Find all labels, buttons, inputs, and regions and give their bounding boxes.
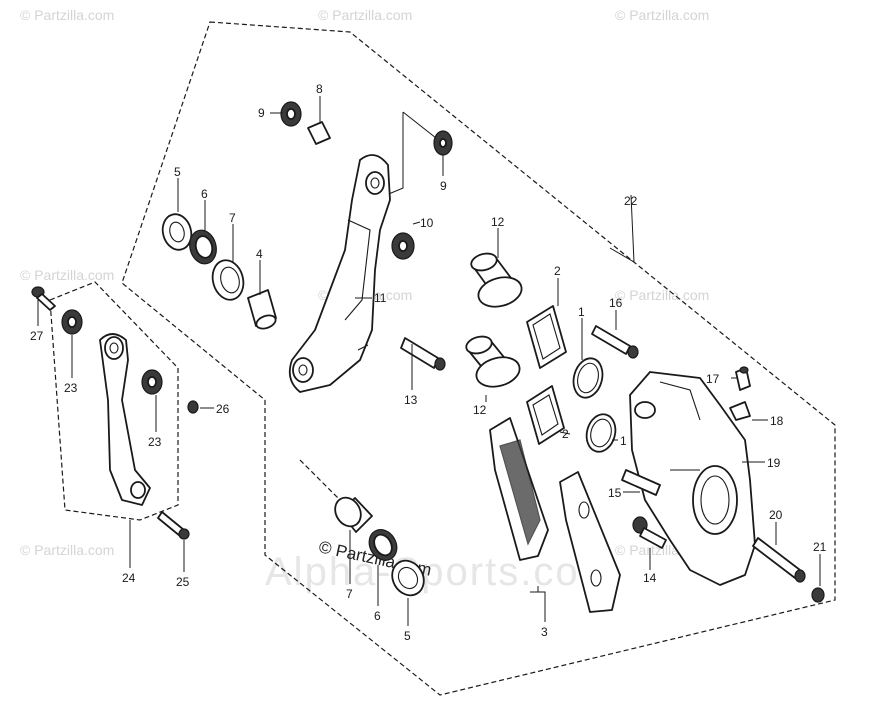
bolt-27 — [31, 286, 56, 311]
callout-17: 17 — [706, 372, 720, 386]
callout-12-lower: 12 — [473, 403, 487, 417]
piston-seal-1-lower — [585, 413, 617, 453]
watermark-text: © Partzilla.com — [615, 7, 709, 23]
seal-ring-5-lower — [391, 559, 425, 597]
watermark-text: © Partzilla.com — [20, 542, 114, 558]
pin-bolt-13 — [400, 337, 446, 371]
watermark-text: © Partzilla.com — [318, 7, 412, 23]
callout-26: 26 — [216, 402, 230, 416]
callout-18: 18 — [770, 414, 784, 428]
torque-link-24 — [99, 333, 151, 506]
callout-4: 4 — [256, 247, 263, 261]
callout-14: 14 — [643, 571, 657, 585]
piston-12-lower — [465, 335, 521, 388]
dust-seal-2-upper — [526, 305, 567, 369]
leader-lines — [37, 96, 821, 626]
pad-spring-15 — [621, 469, 661, 496]
detail-cutout-line — [299, 459, 341, 501]
callout-22: 22 — [624, 194, 638, 208]
callout-9-left: 9 — [258, 106, 265, 120]
callout-7-upper: 7 — [229, 211, 236, 225]
callout-8: 8 — [316, 82, 323, 96]
nut-10 — [391, 232, 415, 260]
callout-6-lower: 6 — [374, 609, 381, 623]
seal-ring-6-lower — [368, 529, 398, 561]
bolt-20 — [752, 537, 806, 583]
piston-seal-1-upper — [572, 357, 604, 399]
bracket-outline — [49, 281, 179, 521]
callout-23-upper: 23 — [64, 381, 78, 395]
caliper-body-19 — [629, 371, 756, 586]
seal-ring-7-upper — [211, 259, 245, 301]
nut-9-right — [433, 130, 453, 156]
seal-ring-7-lower — [334, 496, 373, 533]
nut-9-left — [280, 101, 302, 127]
bolt-25 — [157, 511, 190, 540]
dust-seal-2-lower — [526, 385, 565, 445]
seal-ring-5-upper — [161, 213, 193, 251]
washer-21 — [811, 587, 825, 603]
watermark-text: © Partzilla.com — [615, 287, 709, 303]
callout-labels: 5 6 7 4 9 8 9 10 11 12 2 1 22 16 17 18 1… — [30, 82, 827, 643]
callout-19: 19 — [767, 456, 781, 470]
callout-5-lower: 5 — [404, 629, 411, 643]
callout-1-upper: 1 — [578, 305, 585, 319]
callout-7-lower: 7 — [346, 587, 353, 601]
pin-14 — [632, 516, 667, 549]
bushing-23-upper — [61, 309, 83, 335]
assembly-outline — [121, 21, 836, 696]
callout-1-lower: 1 — [620, 434, 627, 448]
piston-12-upper — [470, 252, 523, 308]
callout-3: 3 — [541, 625, 548, 639]
watermark-big-text: Alpha-Sports.com — [265, 550, 615, 594]
bleeder-17 — [735, 366, 751, 391]
watermark-text: © Partzilla.com — [20, 7, 114, 23]
collar-4 — [247, 289, 277, 330]
callout-6-upper: 6 — [201, 187, 208, 201]
callout-9-right: 9 — [440, 179, 447, 193]
caliper-bracket-11 — [288, 154, 391, 393]
callout-13: 13 — [404, 393, 418, 407]
callout-20: 20 — [769, 508, 783, 522]
callout-12-upper: 12 — [491, 215, 505, 229]
callout-25: 25 — [176, 575, 190, 589]
callout-11: 11 — [374, 291, 387, 305]
callout-16: 16 — [609, 296, 623, 310]
bushing-23-lower — [141, 369, 163, 395]
callout-27: 27 — [30, 329, 44, 343]
callout-2-upper: 2 — [554, 264, 561, 278]
bolt-16 — [591, 325, 639, 359]
callout-15: 15 — [608, 486, 622, 500]
cap-18 — [729, 401, 751, 421]
brake-pad-3-shim — [559, 471, 621, 613]
seal-ring-6-upper — [189, 229, 217, 265]
watermark-text: © Partzilla.com — [20, 267, 114, 283]
callout-5-upper: 5 — [174, 165, 181, 179]
callout-23-lower: 23 — [148, 435, 162, 449]
brake-pad-3-front — [489, 417, 549, 561]
callout-21: 21 — [813, 540, 827, 554]
callout-2-lower: 2 — [562, 427, 569, 441]
callout-24: 24 — [122, 571, 136, 585]
collar-8 — [307, 121, 331, 145]
nut-26 — [187, 400, 199, 414]
callout-10: 10 — [420, 216, 434, 230]
leader-bracket-9-top — [402, 111, 437, 139]
